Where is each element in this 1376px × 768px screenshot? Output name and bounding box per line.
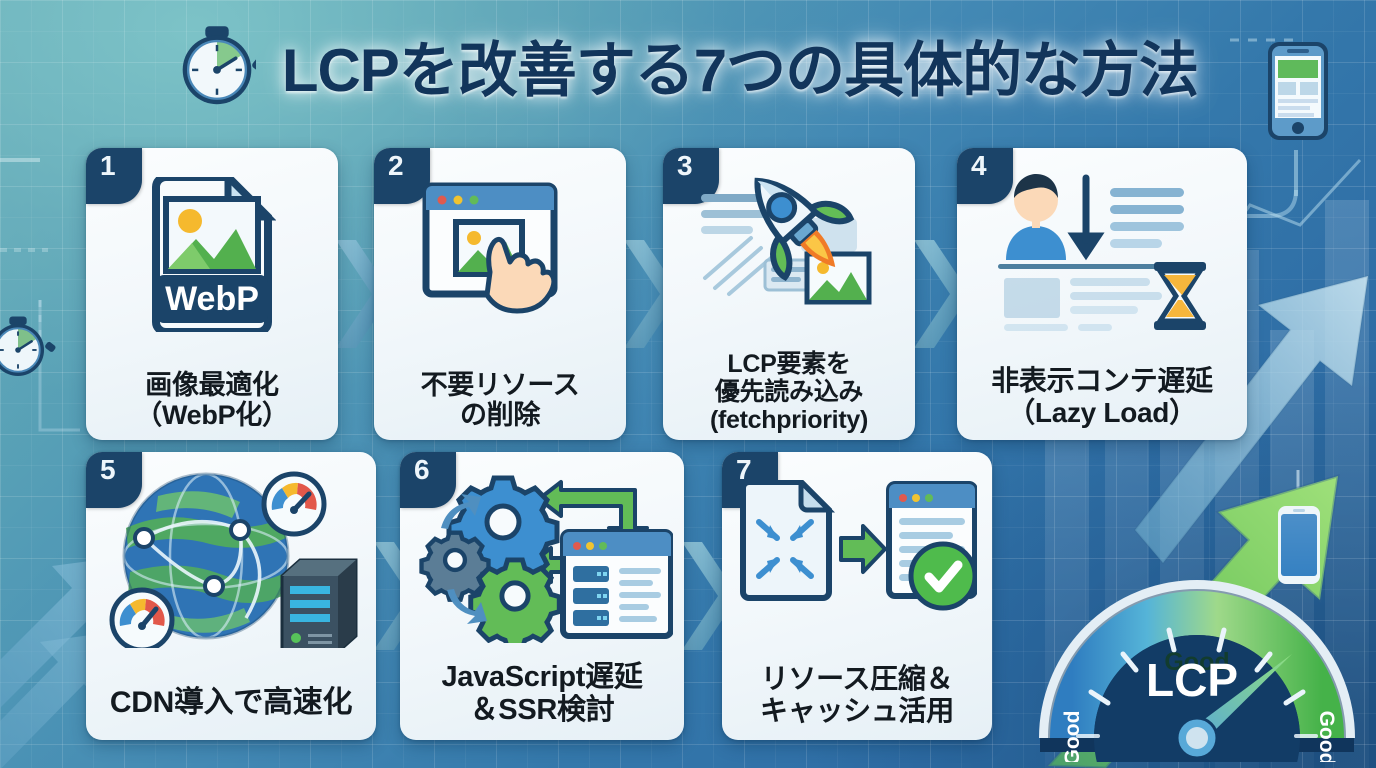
title-row: LCPを改善する7つの具体的な方法 [0,22,1376,109]
user-scroll-hourglass-icon [957,168,1247,333]
card-label: LCP要素を 優先読み込み (fetchpriority) [709,350,868,434]
card-label: 不要リソース の削除 [420,369,580,430]
stopwatch-icon [0,316,56,377]
gauge-zone-top-label: Good [1164,648,1229,676]
card-number-badge: 1 [86,148,142,204]
card-label: リソース圧縮＆ キャッシュ活用 [760,663,954,726]
page-title: LCPを改善する7つの具体的な方法 [281,37,1199,104]
card-label: JavaScript遅延 ＆SSR検討 [441,661,643,726]
card-1[interactable]: 1 WebP 画像最適化 （WebP化） [86,148,338,440]
svg-text:WebP: WebP [165,280,259,318]
card-label: CDN導入で高速化 [109,686,353,720]
card-number-badge: 3 [663,148,719,204]
stopwatch-icon [182,25,256,104]
compress-file-check-icon [722,480,992,630]
browser-window-cursor-icon [374,174,626,334]
gauge-zone-left-label: Good [1061,711,1084,762]
card-5[interactable]: 5 [86,452,376,740]
card-number-badge: 2 [374,148,430,204]
card-4[interactable]: 4 [957,148,1247,440]
gauge-zone-right-label: Good [1315,711,1338,762]
gauge-center-label: LCP [1146,654,1238,706]
globe-cdn-server-icon [86,468,376,648]
card-label: 画像最適化 （WebP化） [135,369,289,430]
card-number-badge: 6 [400,452,456,508]
lcp-gauge: Good Good Good LCP [1032,562,1362,768]
card-number-badge: 5 [86,452,142,508]
webp-image-file-icon: WebP [86,174,338,334]
card-7[interactable]: 7 [722,452,992,740]
card-2[interactable]: 2 不要リソース の削除 [374,148,626,440]
rocket-icon [663,166,915,306]
card-label: 非表示コンテ遅延 （Lazy Load） [991,365,1213,428]
card-number-badge: 4 [957,148,1013,204]
card-3[interactable]: 3 [663,148,915,440]
card-6[interactable]: 6 [400,452,684,740]
gears-server-browser-icon [400,468,684,643]
